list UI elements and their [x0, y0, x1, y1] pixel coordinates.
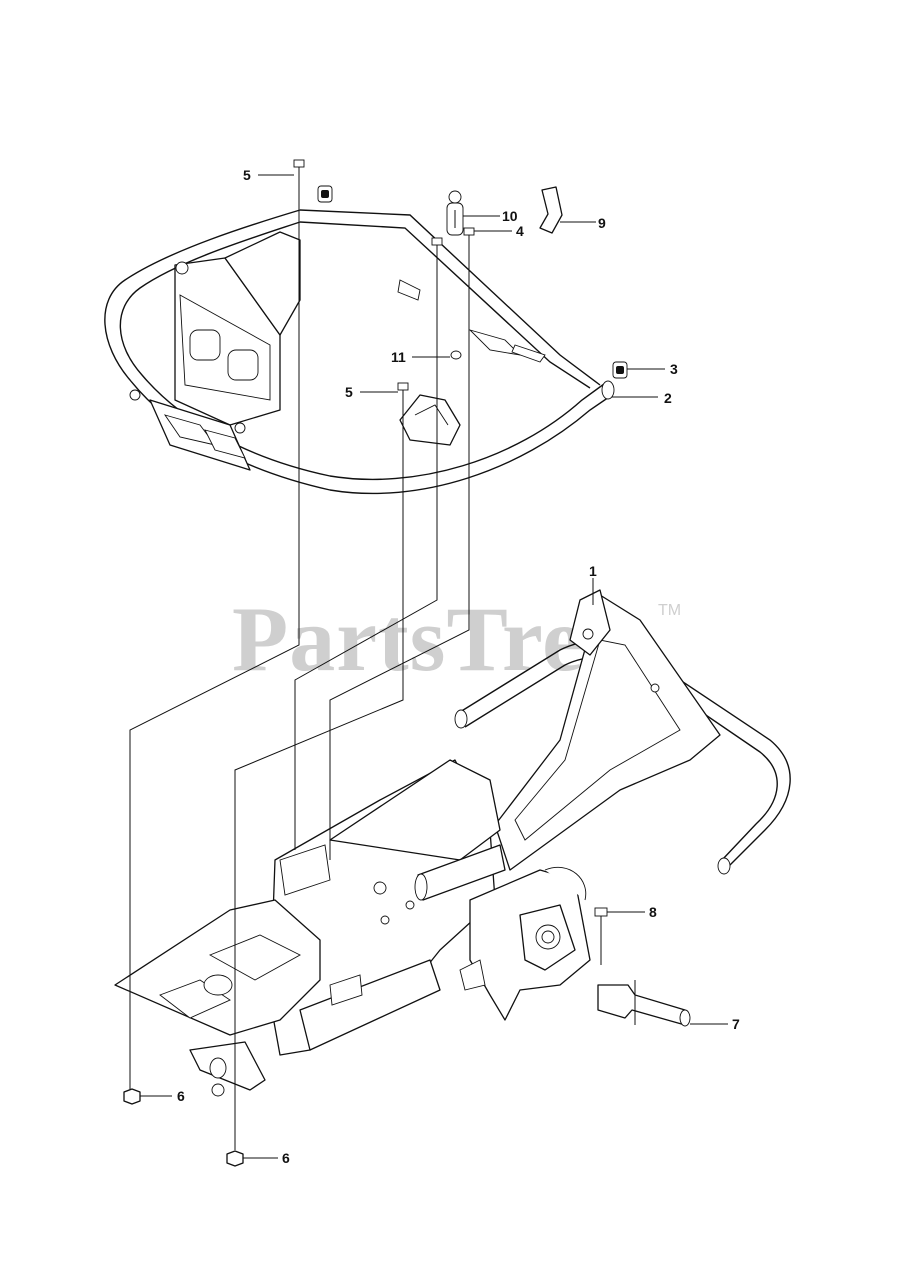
watermark-tm: TM	[658, 602, 681, 619]
callout-6-bottom: 6	[282, 1150, 290, 1166]
watermark-text: PartsTree	[232, 588, 626, 690]
callout-2: 2	[664, 390, 672, 406]
leader-lines	[140, 174, 728, 1159]
callout-5-top: 5	[243, 167, 251, 183]
plug-11-icon	[450, 350, 462, 360]
clip-3-icon	[612, 361, 628, 379]
nut-6a-icon	[123, 1088, 141, 1105]
callout-5-mid: 5	[345, 384, 353, 400]
callout-4: 4	[516, 223, 524, 239]
callout-10: 10	[502, 208, 518, 224]
callout-8: 8	[649, 904, 657, 920]
clamp-9-icon	[539, 186, 563, 234]
bolt-8-icon	[594, 907, 608, 936]
callout-6-left: 6	[177, 1088, 185, 1104]
chassis-assembly	[114, 589, 791, 1097]
upper-frame-assembly	[104, 209, 615, 495]
nut-6b-icon	[226, 1150, 244, 1167]
bolt-small-icon	[431, 237, 443, 262]
latch-10-icon	[446, 190, 464, 236]
callout-3: 3	[670, 361, 678, 377]
callout-9: 9	[598, 215, 606, 231]
callout-7: 7	[732, 1016, 740, 1032]
bolt-4-icon	[463, 227, 475, 252]
callout-1: 1	[589, 563, 597, 579]
alignment-lines	[129, 186, 636, 1150]
bolt-5a-icon	[293, 159, 305, 186]
bolt-5b-icon	[397, 382, 409, 406]
clip-upper-icon	[317, 185, 333, 203]
callout-11: 11	[391, 349, 406, 365]
